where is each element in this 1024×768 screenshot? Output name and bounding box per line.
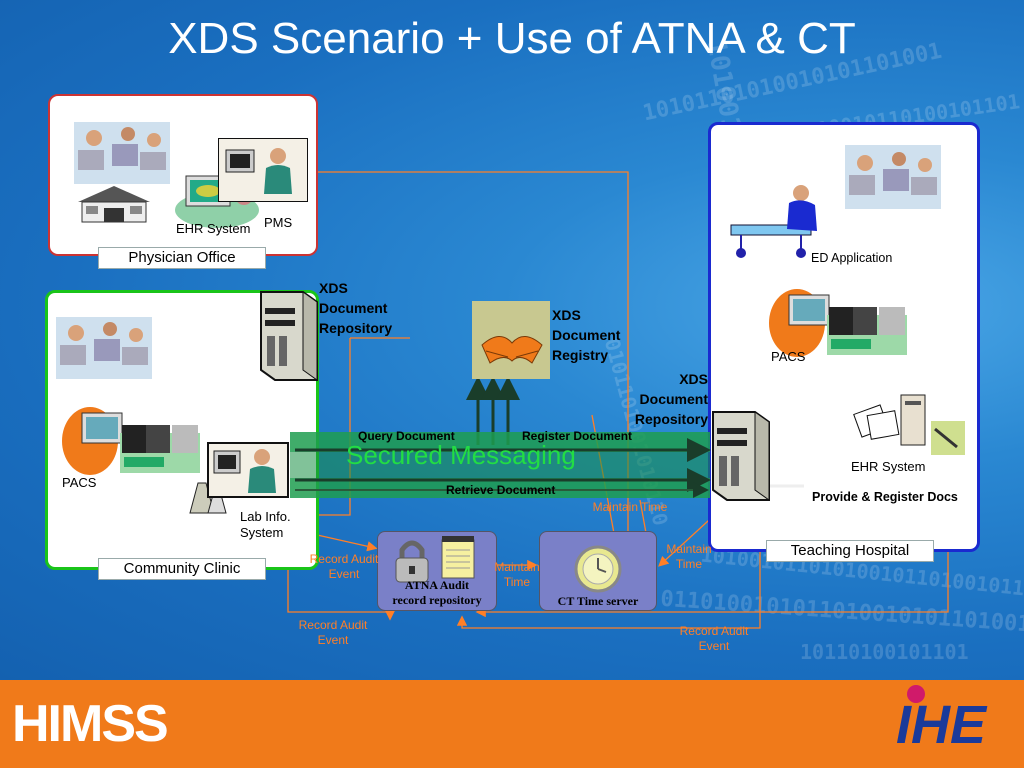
clinic-pacs-label: PACS (62, 475, 97, 490)
provide-register-label: Provide & Register Docs (812, 490, 958, 504)
lab-info-system-label: Lab Info. System (240, 509, 291, 540)
xds-repository-right-label: XDS Document Repository (634, 371, 708, 427)
record-audit-event-label: Record Audit Event (298, 618, 368, 647)
ihe-logo-dot-icon (907, 685, 925, 703)
query-document-label: Query Document (358, 429, 455, 443)
binary-pattern: 10110100101101 (800, 640, 969, 664)
maintain-time-label: Maintain Time (666, 542, 712, 571)
ct-time-server-label: CT Time server (557, 594, 639, 608)
connector-layer (287, 171, 949, 629)
retrieve-document-label: Retrieve Document (446, 483, 556, 497)
page-title: XDS Scenario + Use of ATNA & CT (168, 14, 856, 63)
xds-registry-label: XDS Document Registry (552, 307, 621, 363)
xds-repository-left-label: XDS Document Repository (319, 280, 393, 336)
ehr-system-label: EHR System (176, 221, 251, 236)
office-workers-image (74, 122, 170, 184)
maintain-time-label: Maintain Time (592, 500, 668, 514)
ihe-logo: IHE (896, 695, 987, 755)
xds-repository-left-server-icon (260, 291, 318, 381)
record-audit-event-label: Record Audit Event (679, 624, 749, 653)
xds-repository-right-server-icon (712, 411, 770, 501)
ed-stretcher-image (730, 185, 817, 258)
building-icon (78, 186, 150, 223)
hospital-ehr-image (853, 394, 965, 455)
hospital-ehr-label: EHR System (851, 459, 926, 474)
query-register-band (290, 432, 710, 452)
ed-application-label: ED Application (811, 251, 893, 265)
lab-workstation-image (189, 442, 289, 514)
clock-icon (574, 545, 622, 593)
teaching-hospital-label: Teaching Hospital (766, 540, 934, 562)
xds-registry-book-icon (472, 301, 550, 379)
messaging-arrows (295, 438, 711, 498)
connector-line (315, 171, 634, 558)
hospital-pacs-image (769, 289, 907, 357)
atna-audit-label: ATNA Audit record repository (392, 578, 482, 607)
clinic-workers-image (56, 317, 152, 379)
connector-line (456, 505, 761, 629)
secured-band (290, 452, 710, 478)
atna-audit-repository-box: ATNA Audit record repository (377, 531, 497, 611)
notepad-icon (441, 536, 475, 579)
lock-icon (395, 540, 429, 583)
record-audit-event-label: Record Audit Event (309, 552, 379, 581)
ct-time-server-box: CT Time server (539, 531, 657, 611)
physician-office-label: Physician Office (98, 247, 266, 269)
pms-label: PMS (264, 215, 293, 230)
footer-bar: HIMSS IHE (0, 680, 1024, 768)
physician-office-panel: EHR System PMS (48, 94, 318, 256)
secured-messaging-label: Secured Messaging (346, 440, 576, 470)
hospital-workers-image (845, 145, 941, 209)
pms-workstation-image (218, 138, 308, 202)
himss-logo: HIMSS (12, 695, 169, 753)
register-document-label: Register Document (522, 429, 633, 443)
community-clinic-label: Community Clinic (98, 558, 266, 580)
maintain-time-label: Maintain Time (494, 560, 540, 589)
hospital-pacs-label: PACS (771, 349, 806, 364)
retrieve-band (290, 478, 710, 498)
pacs-workstation-image (62, 407, 200, 475)
